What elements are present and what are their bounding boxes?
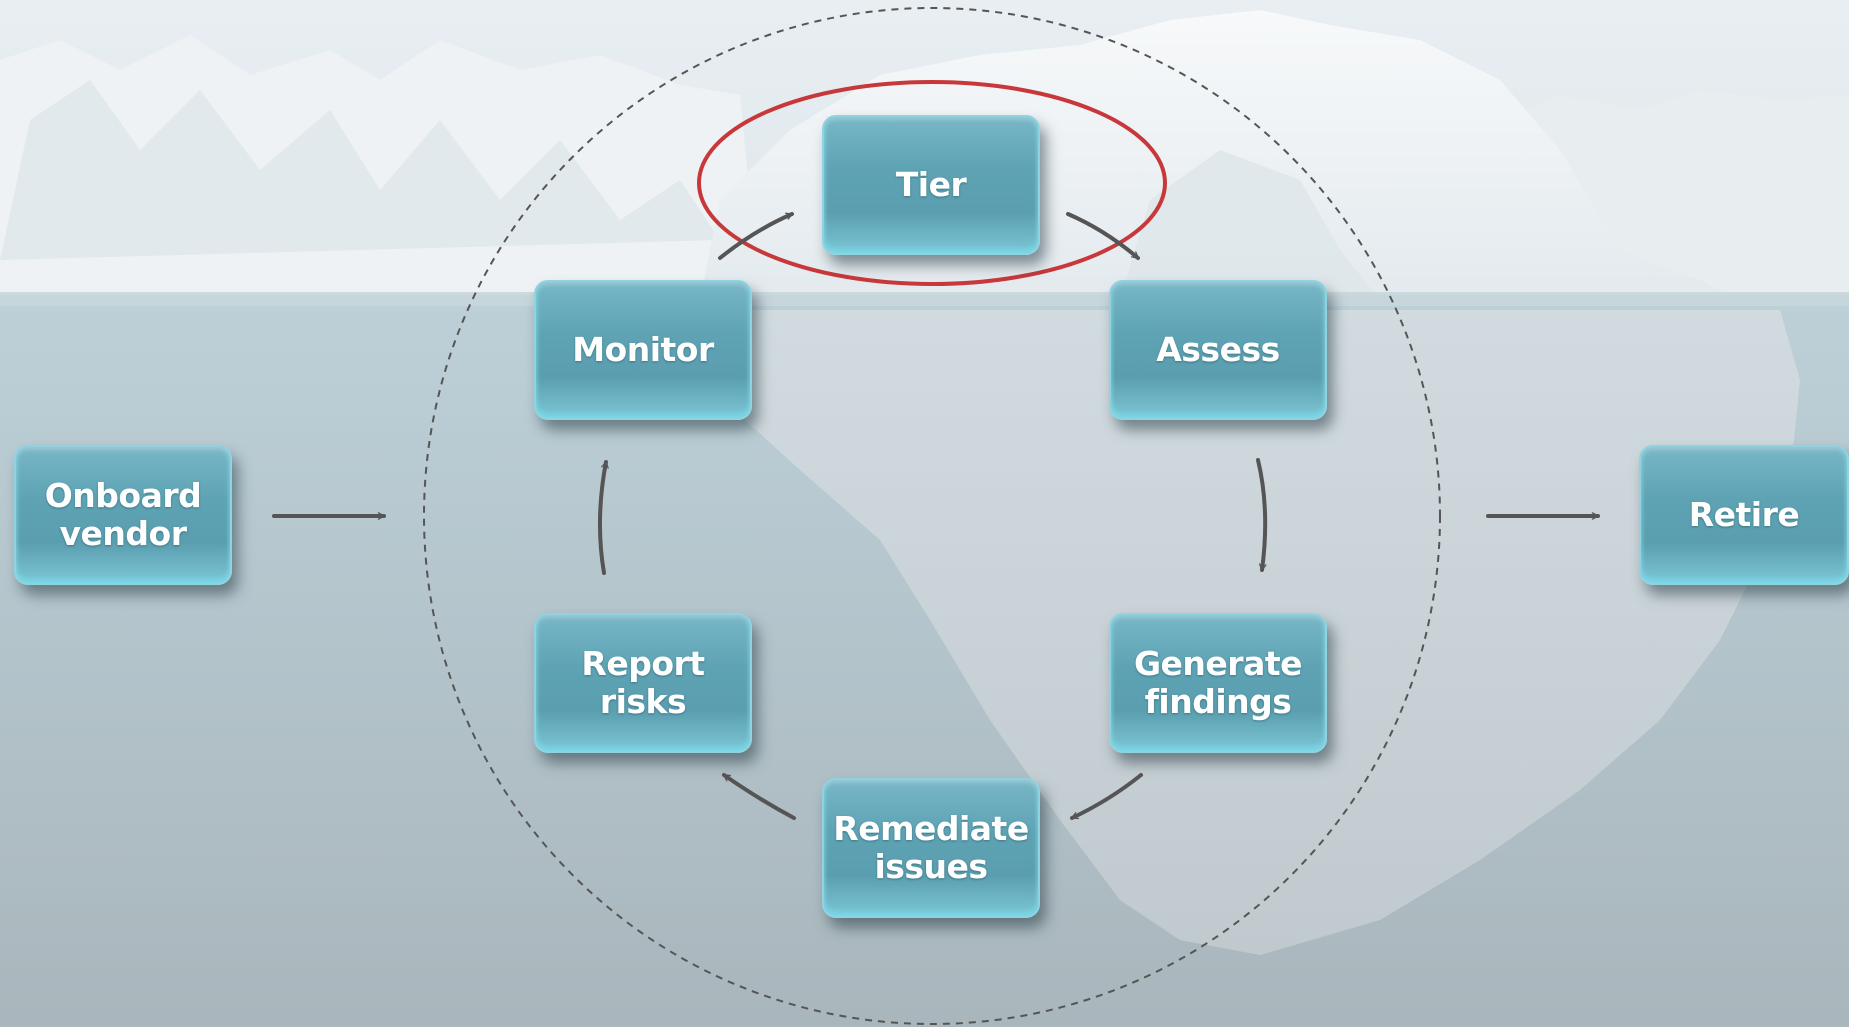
arrow-tier-to-assess [1066,212,1140,260]
node-label: Tier [895,165,967,204]
arrow-generate-to-remediate [1070,773,1143,820]
node-label: Report [581,644,705,683]
node-label: issues [874,847,988,886]
arrow-assess-to-generate [1256,458,1268,572]
arrow-remediate-to-report [722,773,796,820]
node-label: Onboard [44,476,202,515]
cycle-boundary [423,7,1441,1025]
node-label: Remediate [833,809,1029,848]
arrow-monitor-to-tier [718,212,794,260]
node-label: vendor [59,514,187,553]
tier-highlight-ring [697,80,1167,286]
mountain-shadows [0,80,720,260]
arrows [272,212,1600,820]
node-label: Assess [1156,330,1280,369]
node-label: Retire [1688,495,1800,534]
node-label: risks [599,682,687,721]
node-assess: Assess [1109,280,1327,420]
node-tier: Tier [822,115,1040,255]
node-label: findings [1144,682,1292,721]
node-label: Monitor [572,330,714,369]
arrow-report-to-monitor [597,460,609,575]
waterline [0,292,1849,306]
node-retire: Retire [1639,445,1849,585]
node-monitor: Monitor [534,280,752,420]
iceberg-top-shadow [1120,150,1380,300]
node-label: Generate [1133,644,1303,683]
